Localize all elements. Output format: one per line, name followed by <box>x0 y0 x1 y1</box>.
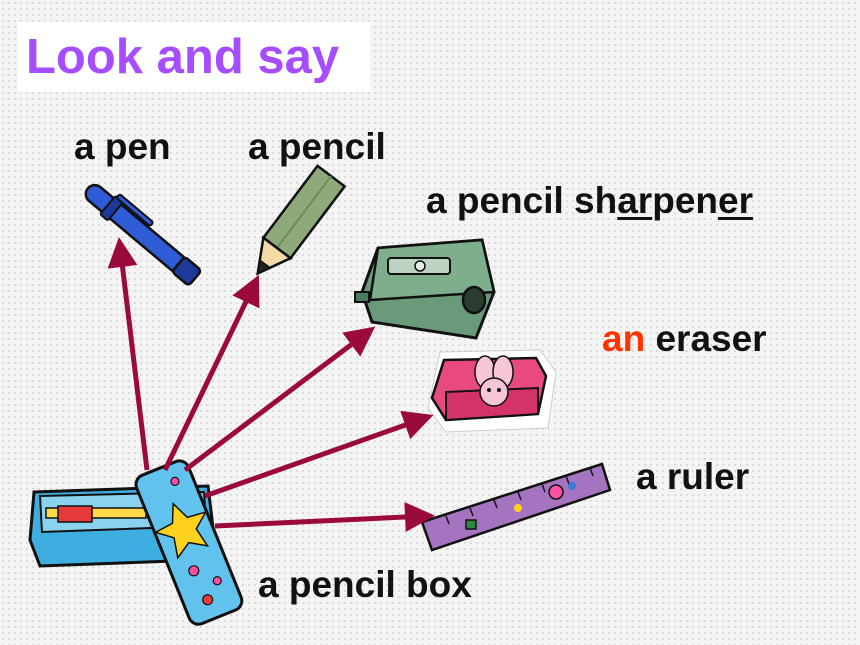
pen-icon <box>84 183 202 286</box>
label-eraser: an eraser <box>602 320 767 357</box>
eraser-icon <box>427 349 557 433</box>
arrows <box>107 237 435 532</box>
pencil-icon <box>256 164 347 276</box>
label-eraser-article: an <box>602 318 646 359</box>
arrow-to-ruler <box>214 502 435 532</box>
title-background <box>18 22 370 92</box>
sharpener-icon <box>354 238 496 340</box>
arrow-to-eraser <box>204 410 434 499</box>
pencil-box-icon <box>28 459 244 626</box>
label-pen: a pen <box>74 126 171 167</box>
label-pencil-box: a pencil box <box>258 564 472 605</box>
label-eraser-word: eraser <box>645 318 767 359</box>
label-ruler: a ruler <box>636 456 750 497</box>
page-title: Look and say <box>26 30 340 84</box>
label-sharpener-part-2: pen <box>652 180 718 221</box>
label-pencil-sharpener: a pencil sharpener <box>426 182 753 219</box>
label-sharpener-ar: ar <box>617 180 653 221</box>
label-sharpener-er: er <box>718 180 753 221</box>
label-sharpener-part-1: a pencil sh <box>426 180 618 221</box>
arrow-to-pen <box>107 237 150 471</box>
arrow-to-sharpener <box>183 326 376 472</box>
ruler-icon <box>420 462 612 552</box>
arrow-to-pencil <box>162 274 260 472</box>
label-pencil: a pencil <box>248 126 386 167</box>
